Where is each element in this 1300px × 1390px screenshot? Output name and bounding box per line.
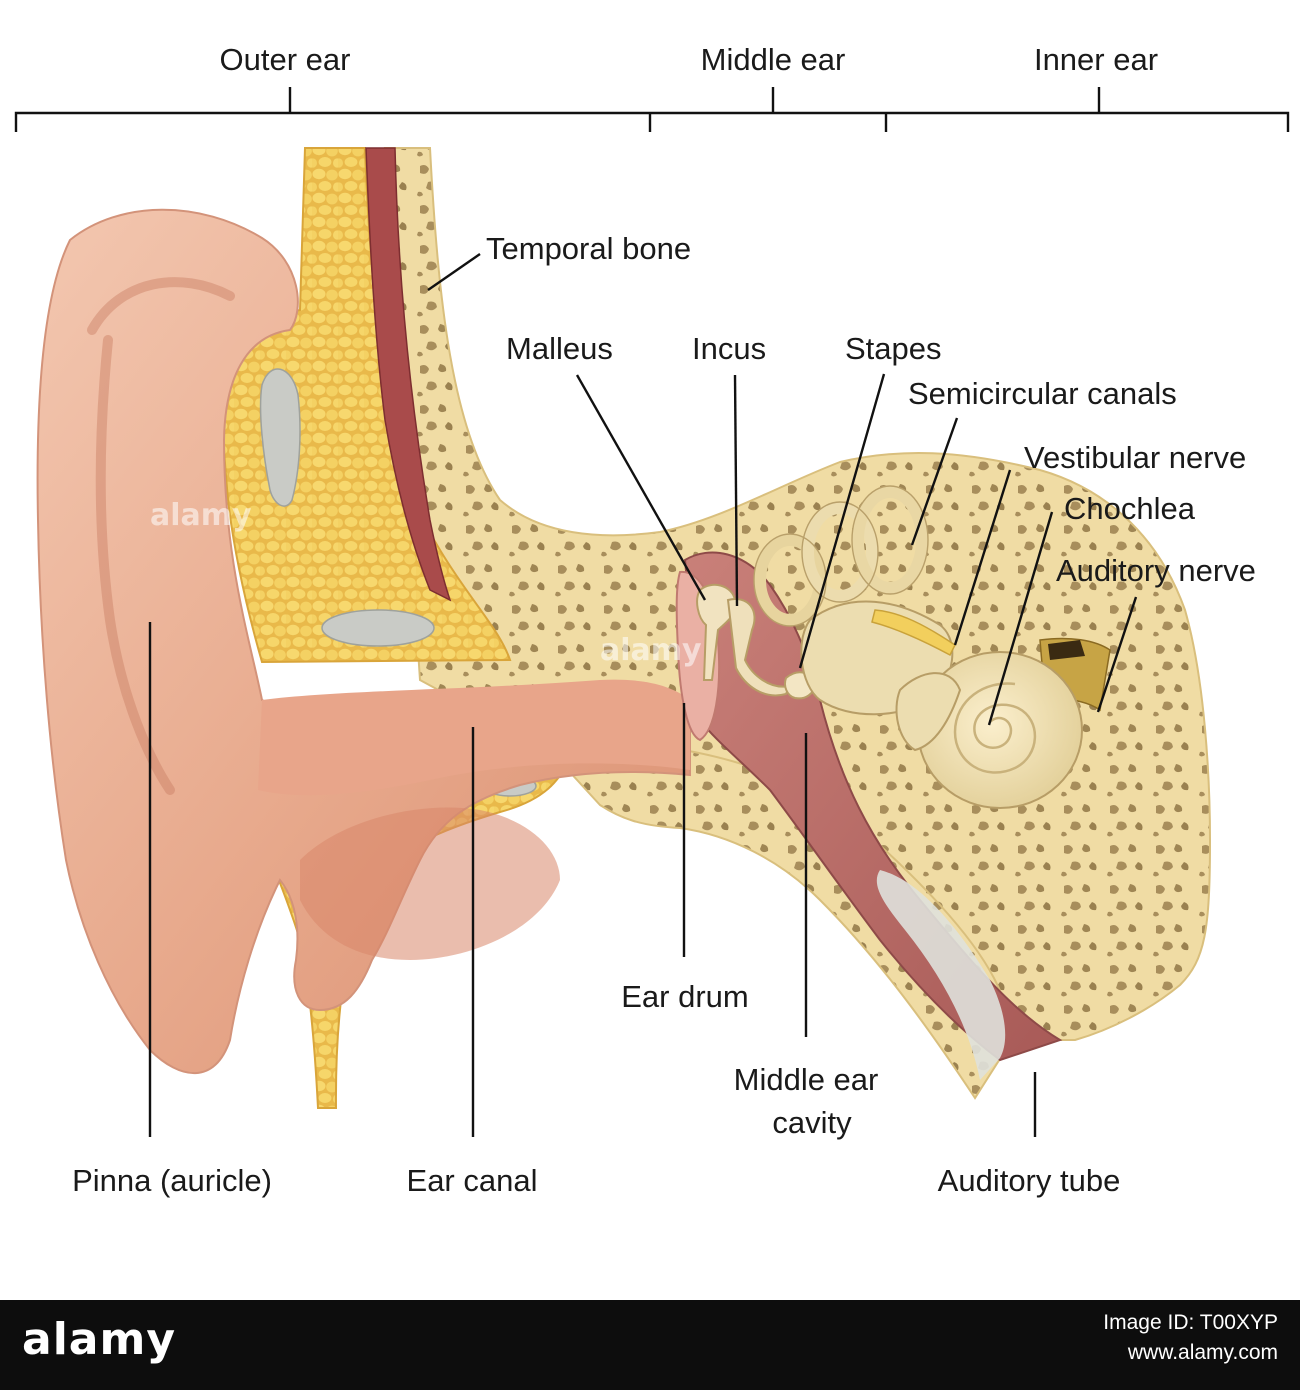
auditory-nerve-core	[1048, 640, 1085, 660]
region-label-inner-ear: Inner ear	[1034, 42, 1158, 77]
label-ear-canal: Ear canal	[407, 1163, 538, 1198]
region-brackets	[14, 87, 1290, 132]
incus	[726, 598, 792, 697]
label-auditory-nerve: Auditory nerve	[1056, 553, 1256, 588]
label-incus: Incus	[692, 331, 766, 366]
stock-footer-bar: alamy Image ID: T00XYP www.alamy.com	[0, 1300, 1300, 1390]
malleus	[696, 583, 737, 681]
cochlea-base	[895, 672, 962, 752]
label-ear-drum: Ear drum	[621, 979, 748, 1014]
label-middle-ear-cavity-line1: Middle ear	[734, 1062, 879, 1097]
vestibular-nerve	[871, 609, 956, 657]
cochlea-spiral	[953, 682, 1037, 774]
label-temporal-bone: Temporal bone	[486, 231, 691, 266]
semicircular-canals	[754, 486, 928, 626]
image-id: Image ID: T00XYP	[1103, 1311, 1278, 1334]
auditory-tube-wall	[876, 870, 1006, 1080]
concha-shadow	[300, 807, 560, 960]
cartilage-nodule	[259, 368, 301, 507]
label-stapes: Stapes	[845, 331, 942, 366]
label-semicircular-canals: Semicircular canals	[908, 376, 1177, 411]
pinna-helix-fold	[87, 277, 235, 795]
ear-anatomy-diagram: Outer ear Middle ear Inner ear	[14, 42, 1290, 1198]
stock-info: Image ID: T00XYP www.alamy.com	[1103, 1308, 1278, 1368]
label-middle-ear-cavity-line2: cavity	[772, 1105, 852, 1140]
label-auditory-tube: Auditory tube	[938, 1163, 1121, 1198]
cartilage-nodule	[321, 609, 435, 647]
site-url: www.alamy.com	[1127, 1341, 1278, 1364]
watermark: alamy	[600, 633, 702, 668]
brand-logo: alamy	[22, 1314, 176, 1365]
leader-lines	[148, 253, 1138, 1137]
label-cochlea: Chochlea	[1064, 491, 1196, 526]
label-malleus: Malleus	[506, 331, 613, 366]
blood-vessel	[365, 147, 452, 602]
region-label-middle-ear: Middle ear	[701, 42, 846, 77]
label-vestibular-nerve: Vestibular nerve	[1024, 440, 1246, 475]
region-label-outer-ear: Outer ear	[220, 42, 351, 77]
label-pinna: Pinna (auricle)	[72, 1163, 272, 1198]
watermark: alamy	[150, 498, 252, 533]
